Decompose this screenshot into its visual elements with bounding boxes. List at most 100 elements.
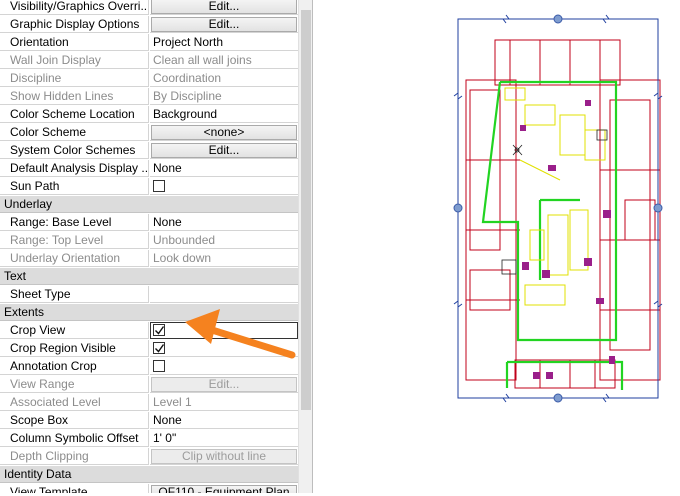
equipment-yellow (504, 87, 606, 306)
property-value[interactable] (150, 124, 298, 141)
properties-palette: Visibility/Graphics Overri...Edit...Grap… (0, 0, 312, 493)
property-checkbox[interactable] (153, 324, 165, 336)
property-label: Color Scheme Location (0, 106, 149, 123)
property-label: Orientation (0, 34, 149, 51)
property-value[interactable] (150, 286, 298, 303)
property-checkbox[interactable] (153, 342, 165, 354)
section-text[interactable]: Text˄˄ (0, 268, 312, 285)
property-edit-button[interactable]: Edit... (151, 143, 297, 158)
property-value[interactable] (150, 16, 298, 33)
property-value[interactable]: None (150, 412, 298, 429)
crop-region (457, 18, 659, 399)
checkmark-icon (155, 344, 165, 353)
property-label: Show Hidden Lines (0, 88, 149, 105)
section-title: Text (4, 269, 27, 283)
section-title: Identity Data (4, 467, 72, 481)
property-label: Discipline (0, 70, 149, 87)
property-label: Column Symbolic Offset (0, 430, 149, 447)
property-edit-button: Edit... (151, 377, 297, 392)
property-value[interactable]: Project North (150, 34, 298, 51)
property-value[interactable] (150, 0, 298, 15)
property-row-crop-view[interactable]: Crop View (0, 322, 312, 340)
property-label: Associated Level (0, 394, 149, 411)
property-value[interactable] (150, 340, 298, 357)
properties-scrollbar[interactable] (298, 0, 313, 493)
property-value (150, 376, 298, 393)
property-label: Sun Path (0, 178, 149, 195)
property-row-visibility-graphics-overri[interactable]: Visibility/Graphics Overri...Edit... (0, 0, 312, 16)
property-value[interactable] (150, 142, 298, 159)
property-label: Color Scheme (0, 124, 149, 141)
section-title: Extents (4, 305, 45, 319)
property-label: System Color Schemes (0, 142, 149, 159)
crop-grips (453, 14, 663, 403)
property-value[interactable]: None (150, 160, 298, 177)
property-value: Clean all wall joins (150, 52, 298, 69)
property-label: Sheet Type (0, 286, 149, 303)
property-row-annotation-crop[interactable]: Annotation Crop (0, 358, 312, 376)
property-label: View Template (0, 484, 149, 493)
property-value: By Discipline (150, 88, 298, 105)
property-label: Wall Join Display (0, 52, 149, 69)
property-row-sun-path[interactable]: Sun Path (0, 178, 312, 196)
property-edit-button[interactable]: Edit... (151, 0, 297, 14)
panel-splitter[interactable] (312, 0, 331, 493)
section-extents[interactable]: Extents˄˄ (0, 304, 312, 321)
plan-canvas (453, 14, 663, 403)
property-value: Unbounded (150, 232, 298, 249)
section-underlay[interactable]: Underlay˄˄ (0, 196, 312, 213)
property-edit-button[interactable]: <none> (151, 125, 297, 140)
property-label: Crop Region Visible (0, 340, 149, 357)
property-checkbox[interactable] (153, 360, 165, 372)
floor-plan-view[interactable] (331, 0, 680, 493)
checkmark-icon (155, 326, 165, 335)
property-row-crop-region-visible[interactable]: Crop Region Visible (0, 340, 312, 358)
property-label: Visibility/Graphics Overri... (0, 0, 149, 15)
section-identity-data[interactable]: Identity Data˄˄ (0, 466, 312, 483)
property-value[interactable] (150, 322, 298, 339)
property-row-sheet-type[interactable]: Sheet Type (0, 286, 312, 304)
section-title: Underlay (4, 197, 53, 211)
property-label: Default Analysis Display ... (0, 160, 149, 177)
property-value (150, 448, 298, 465)
property-value[interactable]: 1' 0" (150, 430, 298, 447)
property-edit-button[interactable]: Edit... (151, 17, 297, 32)
property-checkbox[interactable] (153, 180, 165, 192)
walls-red (465, 39, 661, 389)
fixtures-magenta (520, 100, 615, 379)
property-label: View Range (0, 376, 149, 393)
property-label: Annotation Crop (0, 358, 149, 375)
property-value: Look down (150, 250, 298, 267)
plan-symbols (501, 129, 608, 275)
property-label: Range: Top Level (0, 232, 149, 249)
property-edit-button[interactable]: QF110 - Equipment Plan (151, 485, 297, 493)
property-label: Scope Box (0, 412, 149, 429)
property-label: Crop View (0, 322, 149, 339)
property-value[interactable]: None (150, 214, 298, 231)
property-edit-button: Clip without line (151, 449, 297, 464)
property-value: Coordination (150, 70, 298, 87)
property-value[interactable]: Background (150, 106, 298, 123)
scrollbar-thumb[interactable] (301, 10, 311, 410)
property-row-default-analysis-display[interactable]: Default Analysis Display ...None (0, 160, 312, 178)
property-value[interactable] (150, 178, 298, 195)
property-value[interactable] (150, 358, 298, 375)
property-row-color-scheme[interactable]: Color Scheme<none> (0, 124, 312, 142)
property-label: Range: Base Level (0, 214, 149, 231)
